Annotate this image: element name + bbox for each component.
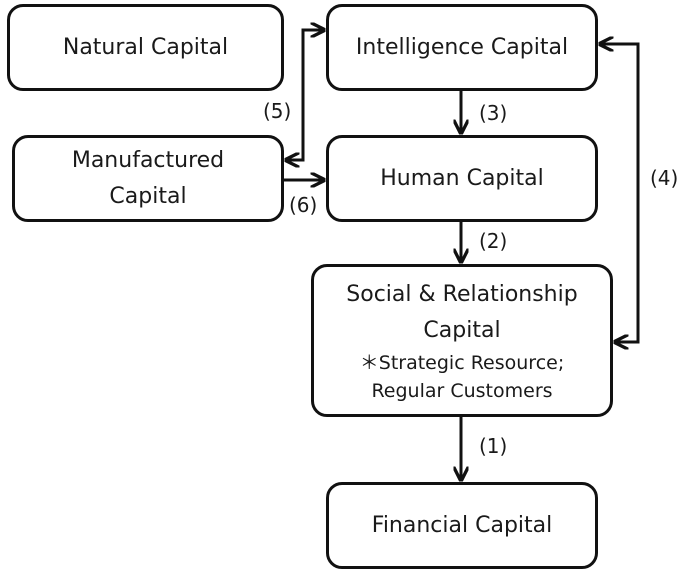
node-label: Human Capital: [380, 165, 544, 191]
node-label-line-1: Social & Relationship: [346, 281, 578, 307]
edge-5-label: (5): [263, 99, 292, 123]
node-note-line-1: ＊Strategic Resource;: [359, 351, 565, 374]
edge-2-label: (2): [479, 229, 508, 253]
node-social-relationship-capital: Social & Relationship Capital ＊Strategic…: [311, 264, 613, 417]
edge-1-label: (1): [479, 434, 508, 458]
node-manufactured-capital: Manufactured Capital: [12, 135, 284, 222]
node-label-line-1: Manufactured: [71, 147, 225, 173]
node-natural-capital: Natural Capital: [7, 4, 284, 91]
node-label: Intelligence Capital: [355, 34, 569, 60]
node-human-capital: Human Capital: [326, 135, 598, 222]
node-label: Natural Capital: [62, 34, 229, 60]
edge-5-connector: [286, 30, 324, 162]
node-note-line-2: Regular Customers: [371, 379, 553, 402]
edge-3-label: (3): [479, 101, 508, 125]
node-financial-capital: Financial Capital: [326, 482, 598, 569]
node-label-line-2: Capital: [109, 183, 187, 209]
edge-6-label: (6): [289, 193, 318, 217]
node-label: Financial Capital: [371, 512, 553, 538]
edge-4-label: (4): [650, 166, 679, 190]
node-label-line-2: Capital: [423, 317, 501, 343]
node-intelligence-capital: Intelligence Capital: [326, 4, 598, 91]
